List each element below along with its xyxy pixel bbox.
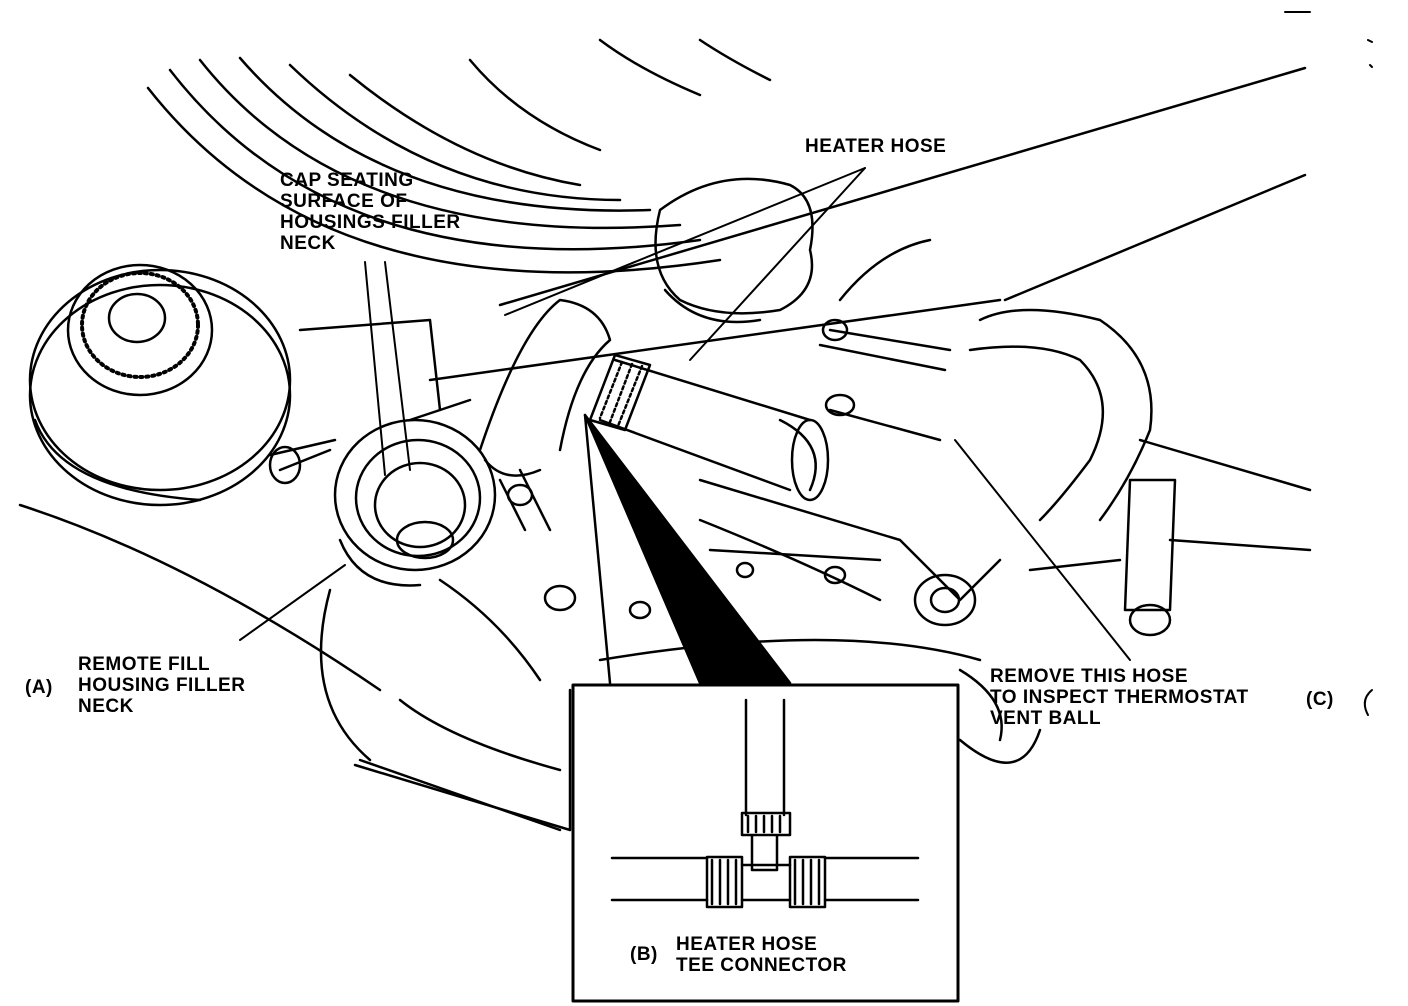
cap-seating-label: CAP SEATING SURFACE OF HOUSINGS FILLER N…	[280, 170, 461, 254]
cap-seating-line-2: SURFACE OF	[280, 191, 408, 212]
remove-hose-letter: (C)	[1306, 689, 1334, 710]
hose-clamp-band	[588, 353, 652, 432]
callout-wedge	[583, 413, 792, 685]
cap-seating-line-3: HOUSINGS FILLER	[280, 212, 461, 233]
callout-wedge-edge	[583, 413, 612, 685]
radiator-cap-back	[654, 177, 814, 324]
remove-hose-line-2: TO INSPECT THERMOSTAT	[990, 687, 1249, 708]
cap-seating-line-1: CAP SEATING	[280, 170, 414, 191]
reservoir-cap	[28, 263, 292, 507]
remove-hose-line-1: REMOVE THIS HOSE	[990, 666, 1189, 687]
valve-cover-rails	[428, 66, 1307, 382]
remote-fill-line-3: NECK	[78, 696, 134, 717]
heater-hose-curved	[478, 298, 612, 532]
remote-fill-line-2: HOUSING FILLER	[78, 675, 246, 696]
heater-hose-label: HEATER HOSE	[805, 136, 947, 157]
tee-connector-line-2: TEE CONNECTOR	[676, 955, 847, 976]
remote-fill-label: REMOTE FILL HOUSING FILLER NECK	[78, 654, 245, 717]
leader-lines	[239, 167, 1131, 661]
remove-hose-line-3: VENT BALL	[990, 708, 1102, 729]
thermostat-housing	[543, 438, 1312, 637]
filler-neck-housing	[268, 318, 497, 587]
remote-fill-letter: (A)	[25, 677, 53, 698]
intake-contours	[18, 503, 1042, 832]
remote-fill-line-1: REMOTE FILL	[78, 654, 211, 675]
edge-marks	[1284, 11, 1373, 716]
tee-connector-label: HEATER HOSE TEE CONNECTOR	[676, 934, 847, 976]
tee-letter: (B)	[630, 944, 658, 965]
tee-connector-drawing	[610, 698, 920, 909]
thermostat-hose	[818, 238, 1153, 522]
remove-hose-label: REMOVE THIS HOSE TO INSPECT THERMOSTAT V…	[990, 666, 1249, 729]
cap-seating-line-4: NECK	[280, 233, 336, 254]
inset-frame	[571, 683, 960, 1003]
tee-connector-line-1: HEATER HOSE	[676, 934, 818, 955]
